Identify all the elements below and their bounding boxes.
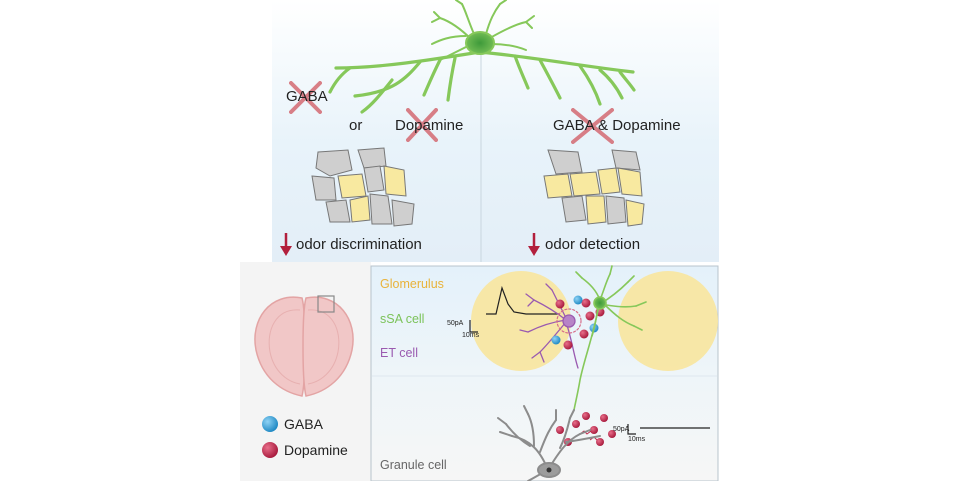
- glomerulus-circle-right: [618, 271, 718, 371]
- x-cross-icon: [289, 81, 322, 114]
- x-cross-icon: [571, 108, 614, 144]
- gaba-vesicle-icon: [262, 416, 278, 432]
- scale-a-pa: 50pA: [447, 320, 464, 327]
- cell-cluster-right: [543, 149, 645, 227]
- neuron-soma-top: [431, 0, 535, 61]
- bulb-section-icon: [254, 295, 354, 397]
- label-et-cell: ET cell: [380, 346, 418, 360]
- granule-cell: [497, 405, 601, 481]
- label-ssa-cell: sSA cell: [380, 312, 425, 326]
- label-odor-detection: odor detection: [545, 236, 641, 253]
- label-granule-cell: Granule cell: [380, 458, 447, 472]
- scale-b-pa: 50pA: [613, 426, 630, 433]
- trace-right: [627, 424, 710, 435]
- dopamine-vesicle-icon: [262, 442, 278, 458]
- vesicle-cluster-top: [551, 295, 605, 350]
- scale-b-ms: 10ms: [628, 436, 646, 443]
- label-glomerulus: Glomerulus: [380, 277, 444, 291]
- trace-left: [469, 285, 560, 333]
- label-odor-discrimination: odor discrimination: [296, 236, 422, 253]
- label-or: or: [349, 117, 363, 134]
- glomerulus-circle-left: [471, 271, 571, 371]
- scale-a-ms: 10ms: [462, 332, 480, 339]
- down-arrow-icon: [280, 233, 292, 256]
- legend-gaba-label: GABA: [284, 416, 323, 432]
- ssa-cell: [573, 265, 647, 411]
- label-dopamine-top: Dopamine: [395, 117, 464, 134]
- cell-cluster-left: [311, 147, 415, 227]
- x-cross-icon: [406, 108, 438, 142]
- label-gaba-dopamine: GABA & Dopamine: [553, 117, 681, 134]
- neuron-icon: [328, 50, 636, 114]
- legend-dopamine-label: Dopamine: [284, 442, 348, 458]
- label-gaba-top: GABA: [286, 88, 328, 105]
- down-arrow-icon: [528, 233, 540, 256]
